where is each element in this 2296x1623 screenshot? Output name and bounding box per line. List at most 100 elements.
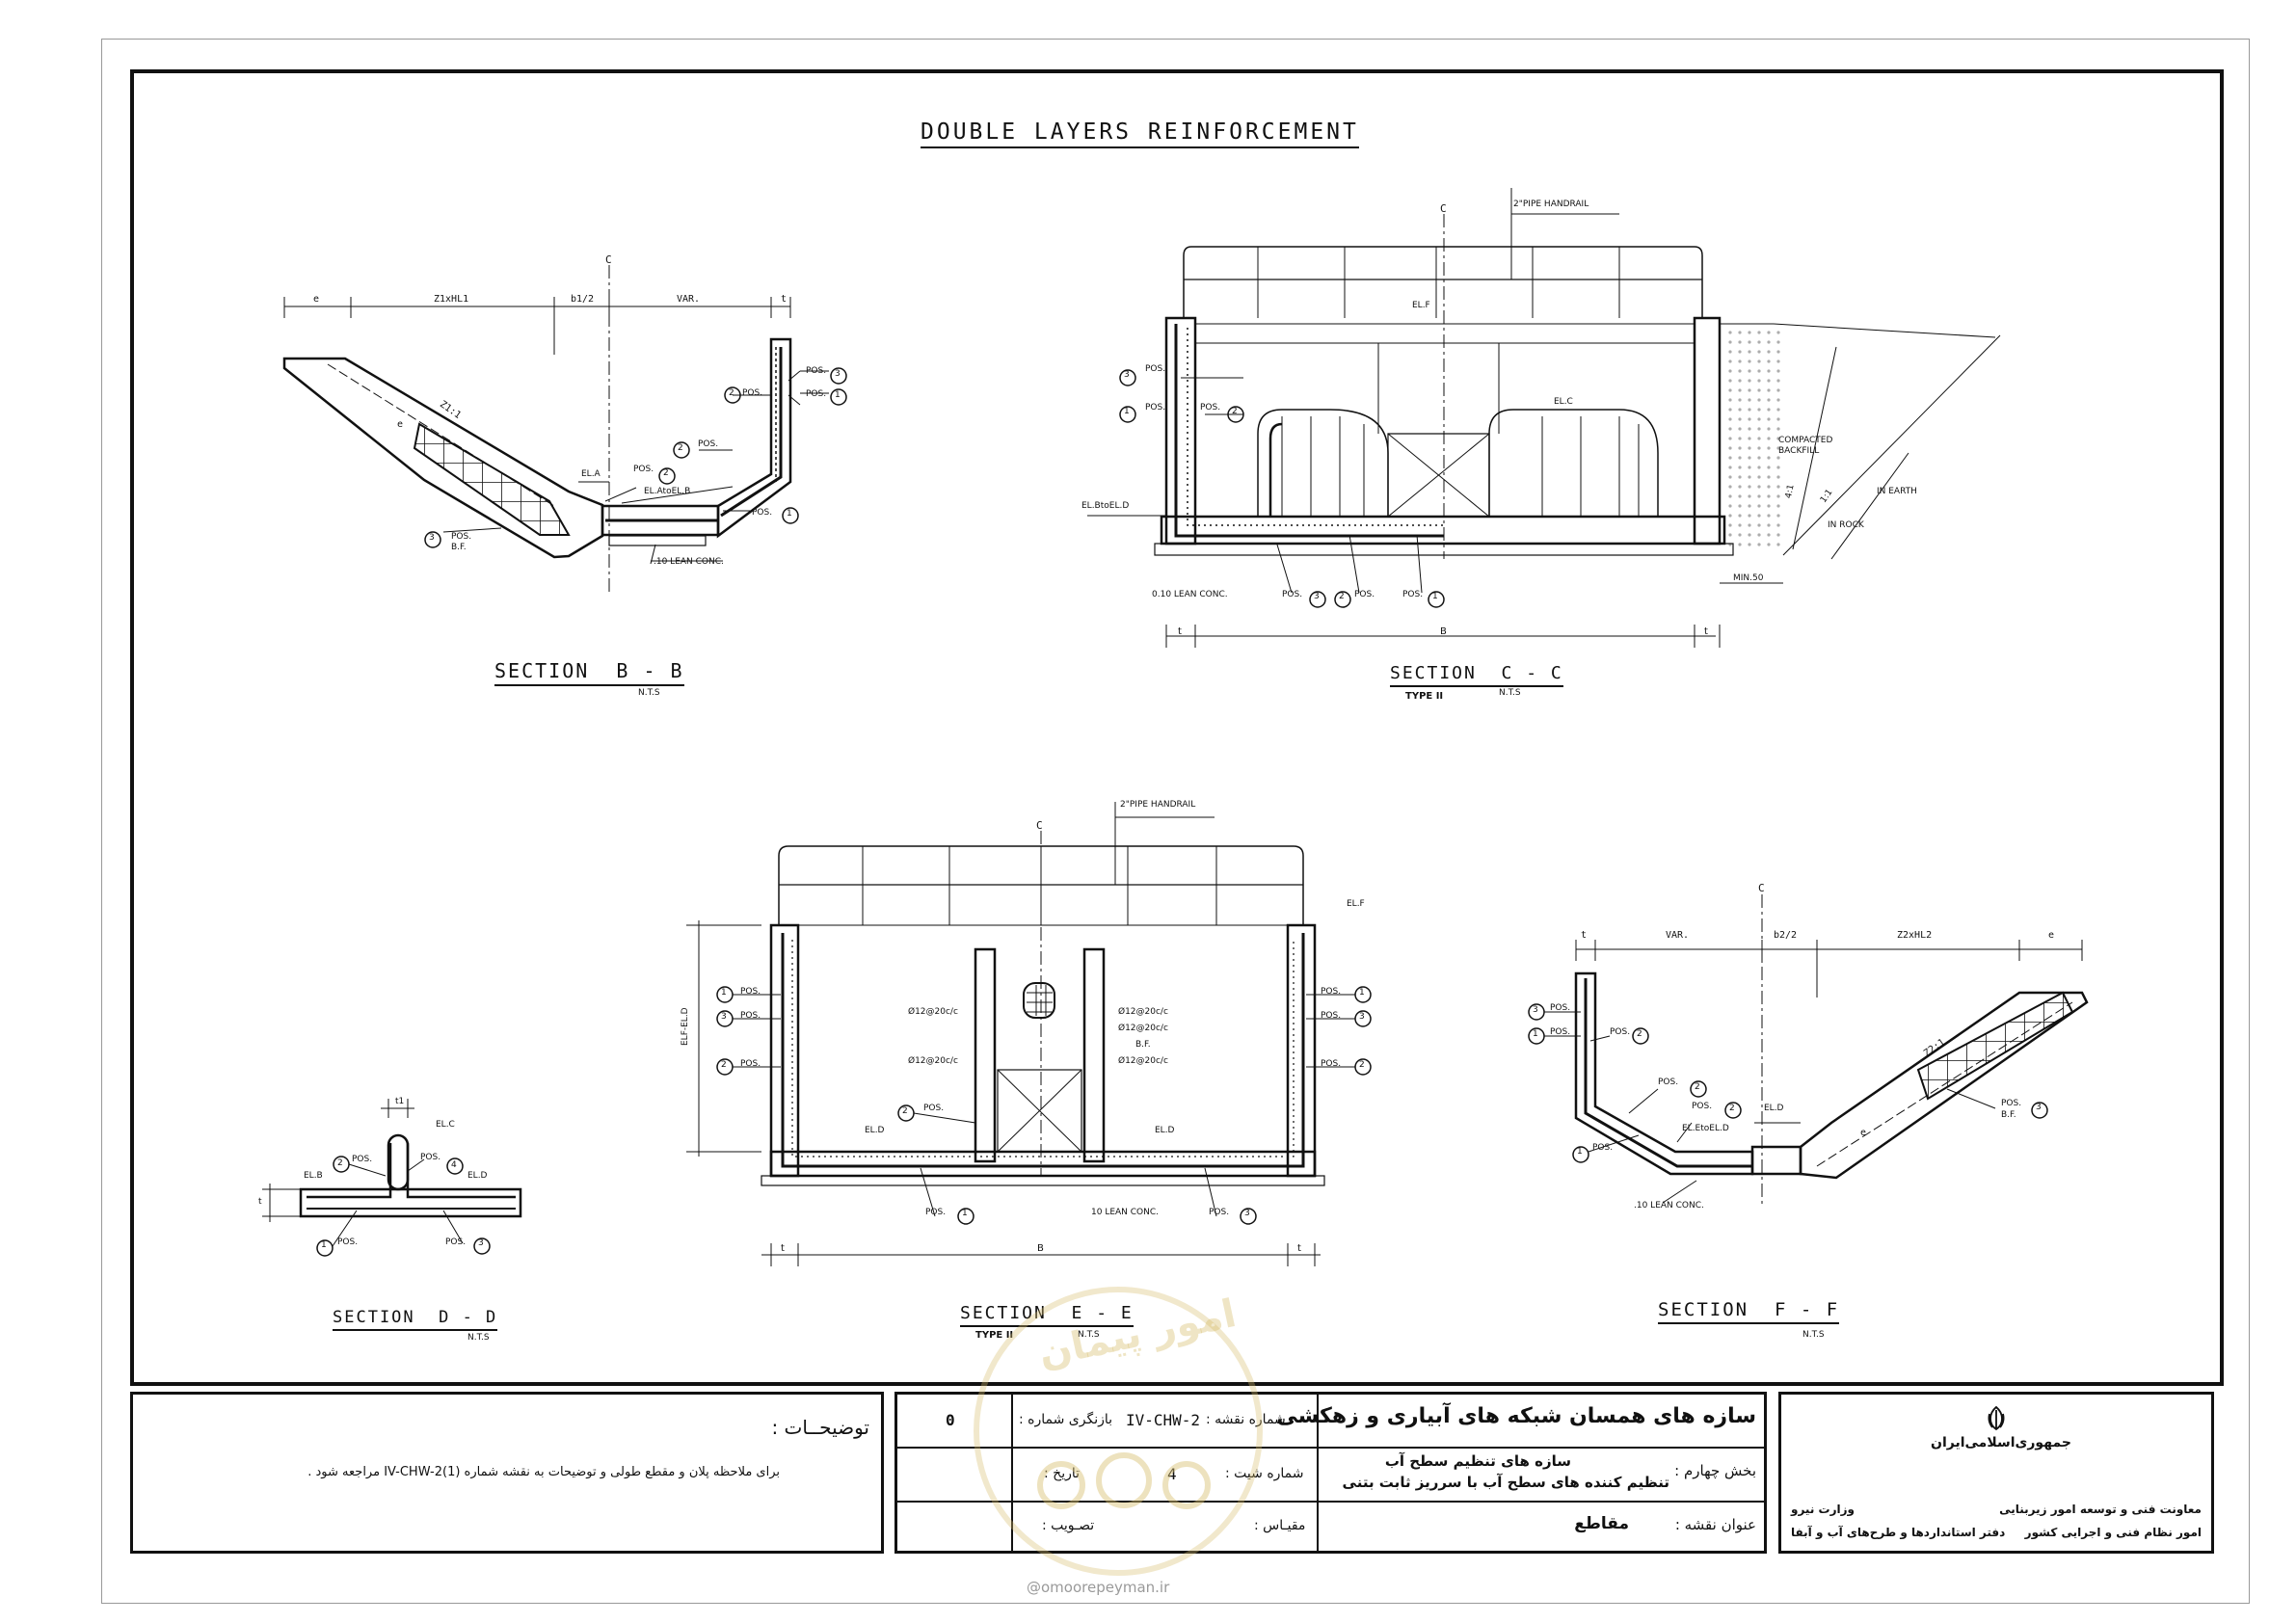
cc-pos-1: POS. <box>1145 403 1166 412</box>
section-dd-drawing <box>262 1099 522 1257</box>
ff-eletoeld: EL.EtoEL.D <box>1682 1124 1729 1133</box>
bb-elatoelb: EL.AtoEL.B <box>644 487 691 496</box>
cc-min50: MIN.50 <box>1733 573 1764 583</box>
section-cc-drawing <box>1087 188 2001 648</box>
bb-num-2c: 2 <box>729 388 734 398</box>
bb-title: SECTION B - B <box>494 659 684 686</box>
notes-text: برای ملاحظه پلان و مقطع طولی و توضیحات ب… <box>307 1465 780 1479</box>
bb-dim-t: t <box>781 294 788 305</box>
ee-pos-1l: POS. <box>740 987 761 997</box>
drawing-title-value: مقاطع <box>1574 1514 1629 1533</box>
ee-centerline: C <box>1036 819 1043 832</box>
cc-dim-t1: t <box>1178 626 1182 637</box>
bb-num-1b: 1 <box>787 509 792 519</box>
cc-elc: EL.C <box>1554 397 1573 407</box>
gear-icon <box>1037 1452 1211 1509</box>
part-line2: تنظیم کننده های سطح آب با سرریز ثابت بتن… <box>1342 1474 1669 1491</box>
bb-pos-2c: POS. <box>742 388 763 398</box>
ee-dim-t2: t <box>1297 1243 1301 1254</box>
org-box: جمهوری‌اسلامی‌ایران معاونت فنی و توسعه ا… <box>1778 1392 2214 1554</box>
bb-centerline: C <box>605 253 612 266</box>
ee-bf: B.F. <box>1135 1040 1151 1050</box>
org-line1b: وزارت نیرو <box>1791 1503 1855 1516</box>
ee-num-1b: 1 <box>962 1209 968 1218</box>
ee-bar-4: Ø12@20c/c <box>1118 1024 1168 1033</box>
ff-dim-var: VAR. <box>1666 930 1690 941</box>
cc-pos-1b: POS. <box>1402 590 1424 599</box>
ff-num-2c: 2 <box>1729 1104 1735 1113</box>
ee-eld-2: EL.D <box>1155 1126 1175 1135</box>
ff-dim-z2: Z2xHL2 <box>1897 930 1933 941</box>
bb-bf: B.F. <box>451 543 467 552</box>
bb-pos-2a: POS. <box>633 465 654 474</box>
ff-num-2b: 2 <box>1695 1082 1700 1092</box>
watermark-logo-text: امور پیمان <box>1034 1290 1241 1377</box>
ee-pos-1b: POS. <box>925 1208 947 1217</box>
bb-pos-1b: POS. <box>752 508 773 518</box>
cc-num-3b: 3 <box>1314 592 1320 601</box>
dd-elc: EL.C <box>436 1120 455 1130</box>
dd-elb: EL.B <box>304 1171 323 1181</box>
dd-pos-1: POS. <box>337 1237 359 1247</box>
sheet-border <box>101 39 2250 1604</box>
ff-bf: B.F. <box>2001 1110 2016 1120</box>
section-ff-drawing <box>1528 894 2089 1205</box>
ee-num-3r: 3 <box>1359 1012 1365 1022</box>
bb-scale: N.T.S <box>638 688 660 698</box>
emblem-icon <box>1988 1405 2005 1431</box>
ee-lean: 10 LEAN CONC. <box>1091 1208 1160 1217</box>
ff-num-3: 3 <box>1533 1005 1538 1015</box>
cc-num-2b: 2 <box>1339 592 1345 601</box>
ee-num-3b: 3 <box>1244 1209 1250 1218</box>
ff-pos-3: POS. <box>1550 1003 1571 1013</box>
watermark-logo: امور پیمان <box>974 1287 1263 1576</box>
cc-scale: N.T.S <box>1499 688 1521 698</box>
ee-pos-2r: POS. <box>1321 1059 1342 1069</box>
bb-dim-z1: Z1xHL1 <box>434 294 469 305</box>
emblem-text: جمهوری‌اسلامی‌ایران <box>1931 1435 2071 1450</box>
cc-pos-3b: POS. <box>1282 590 1303 599</box>
cc-pos-2b: POS. <box>1354 590 1375 599</box>
ee-num-2r: 2 <box>1359 1060 1365 1070</box>
bb-ela: EL.A <box>581 469 601 479</box>
bb-num-3: 3 <box>835 369 841 379</box>
ee-pos-2l: POS. <box>740 1059 761 1069</box>
bb-dim-var: VAR. <box>677 294 701 305</box>
cc-num-2: 2 <box>1232 407 1238 416</box>
dd-eld: EL.D <box>467 1171 488 1181</box>
cc-in-earth: IN EARTH <box>1877 487 1917 496</box>
bb-lean: .10 LEAN CONC. <box>654 557 724 567</box>
ff-pos-1b: POS. <box>1592 1143 1614 1153</box>
cc-title: SECTION C - C <box>1390 663 1563 687</box>
dd-pos-2: POS. <box>352 1155 373 1164</box>
bb-num-3b: 3 <box>429 533 435 543</box>
bb-pos-3b: POS. <box>451 532 472 542</box>
bb-pos-1a: POS. <box>806 389 827 399</box>
dd-pos-3: POS. <box>445 1237 467 1247</box>
cc-in-rock: IN ROCK <box>1828 520 1864 530</box>
ff-dim-e: e <box>2048 930 2055 941</box>
cc-dim-b: B <box>1440 626 1447 637</box>
ff-scale: N.T.S <box>1802 1330 1825 1340</box>
part-label: بخش چهارم : <box>1674 1462 1756 1479</box>
bb-num-2b: 2 <box>678 443 683 453</box>
ee-elf: EL.F <box>1347 899 1365 909</box>
ff-dim-b2: b2/2 <box>1774 930 1798 941</box>
cc-centerline: C <box>1440 202 1447 215</box>
cc-compacted: COMPACTED <box>1778 436 1833 445</box>
ee-pos-3b: POS. <box>1209 1208 1230 1217</box>
ff-e-mark: e <box>1860 1128 1867 1138</box>
cc-elf: EL.F <box>1412 301 1430 310</box>
ee-num-1l: 1 <box>721 988 727 998</box>
cc-backfill: BACKFILL <box>1778 446 1820 456</box>
ff-num-1b: 1 <box>1577 1147 1583 1157</box>
watermark-url-text: omoorepeyman.ir <box>1041 1579 1170 1596</box>
ee-type: TYPE II <box>975 1330 1014 1341</box>
ee-pos-2c: POS. <box>923 1104 945 1113</box>
cc-num-1: 1 <box>1124 407 1130 416</box>
ff-num-3b: 3 <box>2036 1103 2042 1112</box>
cc-num-3: 3 <box>1124 370 1130 380</box>
org-line2b: دفتر استانداردها و طرح‌های آب و آبفا <box>1791 1526 2006 1539</box>
bb-num-2a: 2 <box>663 468 669 478</box>
cc-elbtoeld: EL.BtoEL.D <box>1081 501 1130 511</box>
